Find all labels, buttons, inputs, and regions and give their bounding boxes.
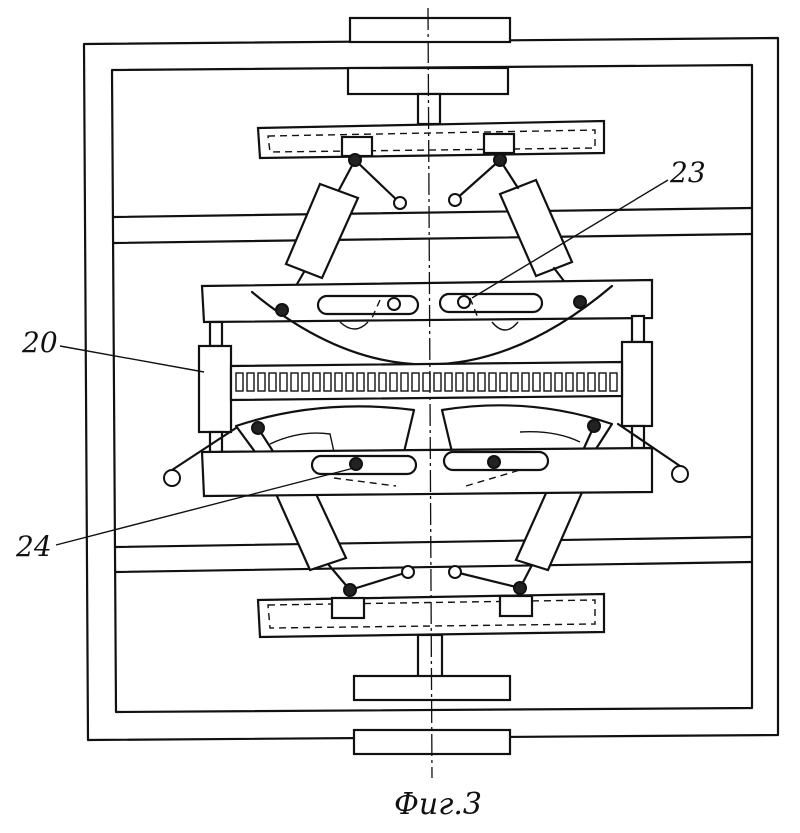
label-23: 23	[669, 156, 706, 189]
label-24: 24	[15, 530, 52, 563]
toothed-strip	[231, 362, 622, 400]
side-cylinder-right	[622, 316, 652, 448]
lower-linkage	[350, 572, 520, 590]
figure-caption: Фиг.3	[394, 787, 482, 822]
upper-clamp-beam	[202, 280, 652, 365]
upper-linkage	[355, 160, 500, 203]
top-carriage	[258, 121, 604, 158]
lower-clamp-beam	[202, 448, 652, 496]
label-20: 20	[21, 326, 58, 359]
